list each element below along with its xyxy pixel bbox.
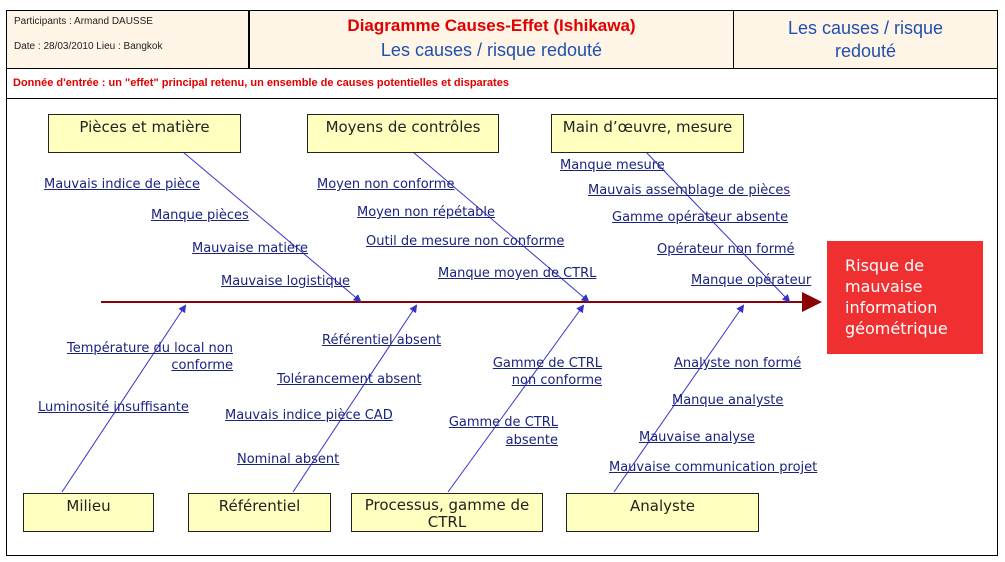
cause-item[interactable]: Gamme opérateur absente [612,210,789,225]
cause-item[interactable]: Opérateur non formé [657,242,795,257]
effect-box: Risque de mauvaise information géométriq… [827,241,983,354]
header-title-cell: Diagramme Causes-Effet (Ishikawa) Les ca… [249,10,734,69]
participants-label: Participants : Armand DAUSSE [14,16,153,27]
cause-item[interactable]: Moyen non répétable [357,205,496,220]
cause-item[interactable]: Tolérancement absent [277,372,422,387]
effect-line: géométrique [845,319,948,338]
bone-main-oeuvre [645,151,791,303]
bone-milieu [61,304,187,493]
cause-item[interactable]: Nominal absent [237,452,340,467]
cause-item[interactable]: Mauvaise logistique [221,274,350,289]
cause-item[interactable]: Luminosité insuffisante [38,400,189,415]
cause-item[interactable]: Température du local non [67,341,233,356]
cause-item[interactable]: Mauvais indice pièce CAD [225,408,393,423]
cause-item[interactable]: Manque opérateur [691,273,812,288]
diagram-subtitle: Les causes / risque redouté [380,40,603,60]
input-note: Donnée d'entrée : un "effet" principal r… [13,77,509,89]
right-title: Les causes / risque redouté [787,18,944,61]
cause-item[interactable]: Moyen non conforme [317,177,455,192]
bone-analyste [613,304,745,493]
cause-item[interactable]: conforme [171,358,233,373]
effect-line: Risque de [845,256,925,275]
diagram-title: Diagramme Causes-Effet (Ishikawa) [347,16,636,35]
cause-item[interactable]: Mauvais assemblage de pièces [588,183,791,198]
cause-item[interactable]: Mauvais indice de pièce [44,177,200,192]
cause-item[interactable]: Manque pièces [151,208,249,223]
input-note-bar: Donnée d'entrée : un "effet" principal r… [6,69,998,99]
header-right-cell: Les causes / risque redouté [733,10,998,69]
date-place-label: Date : 28/03/2010 Lieu : Bangkok [14,41,163,52]
cause-item[interactable]: non conforme [511,373,602,388]
category-moyens: Moyens de contrôles [307,114,499,153]
bone-processus [447,304,585,493]
cause-item[interactable]: Manque mesure [560,158,665,173]
cause-item[interactable]: Mauvaise analyse [639,430,755,445]
effect-line: information [845,298,938,317]
category-milieu: Milieu [23,493,154,532]
cause-item[interactable]: Référentiel absent [322,333,442,348]
category-main-oeuvre: Main d’œuvre, mesure [551,114,744,153]
cause-item[interactable]: Manque moyen de CTRL [438,266,597,281]
category-processus: Processus, gamme de CTRL [351,493,543,532]
cause-item[interactable]: Gamme de CTRL [492,356,602,371]
cause-item[interactable]: Outil de mesure non conforme [366,234,565,249]
header-meta-cell: Participants : Armand DAUSSE Date : 28/0… [6,10,249,69]
category-pieces: Pièces et matière [48,114,241,153]
category-referentiel: Référentiel [188,493,331,532]
bone-moyens [412,151,590,303]
effect-line: mauvaise [845,277,923,296]
bone-referentiel [292,304,418,493]
cause-item[interactable]: Manque analyste [672,393,784,408]
cause-item[interactable]: Mauvaise matière [192,241,308,256]
cause-item[interactable]: Gamme de CTRL [448,415,558,430]
cause-item[interactable]: absente [505,433,558,448]
cause-item[interactable]: Analyste non formé [674,356,802,371]
cause-item[interactable]: Mauvaise communication projet [609,460,818,475]
bone-pieces [182,151,362,303]
category-analyste: Analyste [566,493,759,532]
